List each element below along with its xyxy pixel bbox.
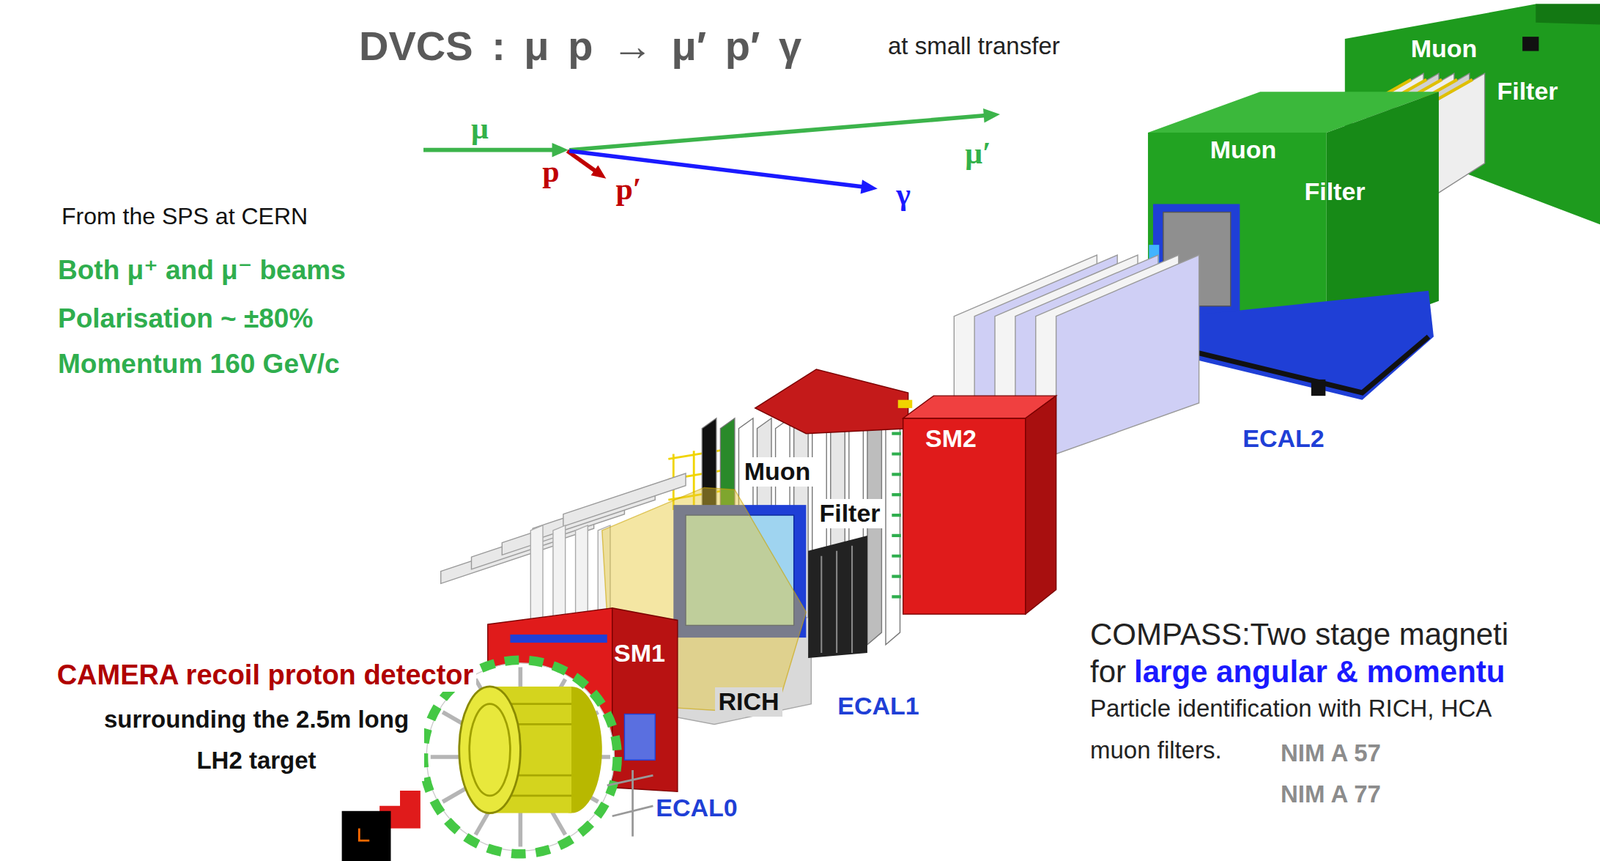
beam-line-mark bbox=[358, 827, 370, 841]
part-label: Filter bbox=[816, 498, 883, 528]
support-base bbox=[1163, 290, 1434, 400]
muon-filter-side bbox=[1535, 4, 1600, 25]
support-frame bbox=[607, 769, 654, 836]
tracker-plane bbox=[575, 525, 589, 622]
part-label: ECAL2 bbox=[1242, 424, 1324, 453]
particle-label: p bbox=[542, 153, 559, 190]
beam-info: Polarisation ~ ±80% bbox=[57, 303, 313, 335]
tracker-plane bbox=[553, 525, 566, 622]
target-cylinder-front bbox=[459, 686, 521, 814]
tracker-plane bbox=[530, 525, 543, 622]
particle-label: μ bbox=[471, 110, 489, 146]
arrow-head bbox=[983, 108, 1000, 123]
magnet-block bbox=[903, 418, 1026, 614]
description-text: COMPASS:Two stage magneti bbox=[1090, 616, 1509, 653]
magnet-yoke bbox=[755, 369, 909, 434]
description-text: Particle identification with RICH, HCA bbox=[1090, 694, 1492, 723]
part-label: CAMERA recoil proton detector bbox=[54, 659, 477, 692]
detector-part bbox=[1522, 36, 1539, 51]
part-note: surrounding the 2.5m long LH2 target bbox=[88, 698, 425, 781]
part-label: SM2 bbox=[925, 424, 977, 453]
magnet-side bbox=[612, 608, 678, 792]
beam-info: Momentum 160 GeV/c bbox=[57, 348, 340, 381]
support-rail bbox=[1173, 336, 1429, 393]
recoil-detector-spokes bbox=[430, 666, 611, 847]
arrow-head bbox=[591, 165, 607, 179]
calorimeter-block bbox=[624, 714, 655, 761]
filter-plate bbox=[885, 418, 901, 645]
detector-part bbox=[898, 400, 913, 409]
photon-track bbox=[569, 150, 864, 187]
part-label: SM1 bbox=[613, 638, 666, 668]
magnet-marks bbox=[891, 433, 902, 598]
part-label: RICH bbox=[715, 687, 782, 716]
muon-track bbox=[569, 115, 986, 151]
beam-info: Both μ⁺ and μ⁻ beams bbox=[57, 254, 346, 287]
description-highlight: large angular & momentu bbox=[1134, 654, 1505, 690]
particle-label: γ bbox=[895, 176, 911, 212]
magnet-side bbox=[1025, 395, 1057, 614]
reference: NIM A 77 bbox=[1280, 780, 1381, 809]
tracker-plane bbox=[1056, 254, 1200, 454]
filter-plate bbox=[867, 418, 883, 645]
magnet-part bbox=[509, 634, 607, 643]
arrow-head bbox=[860, 179, 878, 194]
tracker-line bbox=[821, 545, 853, 653]
part-label: Muon bbox=[1410, 34, 1478, 64]
description-text: muon filters. bbox=[1090, 736, 1222, 765]
diagram-title: DVCS : μ p → μ′ p′ γ bbox=[358, 22, 802, 70]
muon-track bbox=[423, 147, 557, 153]
particle-label: p′ bbox=[615, 171, 642, 207]
description-text: for bbox=[1090, 654, 1127, 690]
reference: NIM A 57 bbox=[1280, 739, 1381, 768]
beam-line-part bbox=[342, 810, 392, 861]
support-leg bbox=[1311, 379, 1327, 396]
part-label: Muon bbox=[741, 457, 814, 486]
part-label: Muon bbox=[1210, 135, 1277, 165]
subtitle-note: at small transfer bbox=[887, 32, 1061, 61]
part-label: ECAL1 bbox=[837, 691, 919, 721]
tracker-block bbox=[808, 535, 868, 658]
target-cylinder-ring bbox=[469, 704, 511, 796]
part-label: ECAL0 bbox=[655, 793, 737, 822]
beam-note: From the SPS at CERN bbox=[61, 202, 308, 231]
part-label: Filter bbox=[1496, 76, 1558, 106]
part-label: Filter bbox=[1304, 177, 1365, 206]
particle-label: μ′ bbox=[964, 135, 992, 171]
